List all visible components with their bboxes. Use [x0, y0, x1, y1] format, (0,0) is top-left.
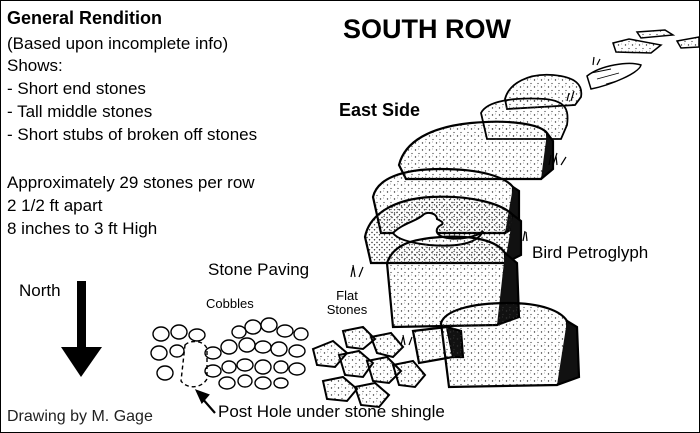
notes-title: General Rendition: [7, 8, 163, 28]
stats-line: 2 1/2 ft apart: [7, 196, 103, 215]
post-hole: [180, 340, 208, 388]
notes-line: Shows:: [7, 56, 63, 75]
stats-line: 8 inches to 3 ft High: [7, 219, 158, 238]
notes-line: (Based upon incomplete info): [7, 34, 229, 53]
notes-line: - Short stubs of broken off stones: [7, 125, 258, 144]
cobbles-label: Cobbles: [206, 296, 254, 311]
post-hole-label: Post Hole under stone shingle: [218, 402, 445, 421]
notes-line: - Tall middle stones: [7, 102, 153, 121]
flat-stones-label: Flat Stones: [321, 288, 373, 318]
drawing-credit: Drawing by M. Gage: [7, 408, 153, 425]
north-label: North: [19, 281, 61, 300]
cobbles: [150, 317, 309, 390]
flat-stones-label-line1: Flat: [336, 288, 358, 303]
stats-line: Approximately 29 stones per row: [7, 173, 255, 192]
stone-row: [363, 120, 581, 389]
stone-paving-label: Stone Paving: [208, 260, 310, 279]
grass-tufts: [350, 56, 601, 346]
bird-petroglyph-label: Bird Petroglyph: [532, 243, 649, 262]
row-title: SOUTH ROW: [343, 14, 511, 44]
distant-stones: [586, 29, 699, 90]
post-hole-pointer-icon: [194, 389, 216, 414]
flat-stones-label-line2: Stones: [326, 302, 368, 318]
flat-stones: [311, 325, 427, 409]
north-arrow-icon: [61, 281, 102, 377]
east-side-label: East Side: [339, 100, 421, 120]
notes-line: - Short end stones: [7, 79, 146, 98]
